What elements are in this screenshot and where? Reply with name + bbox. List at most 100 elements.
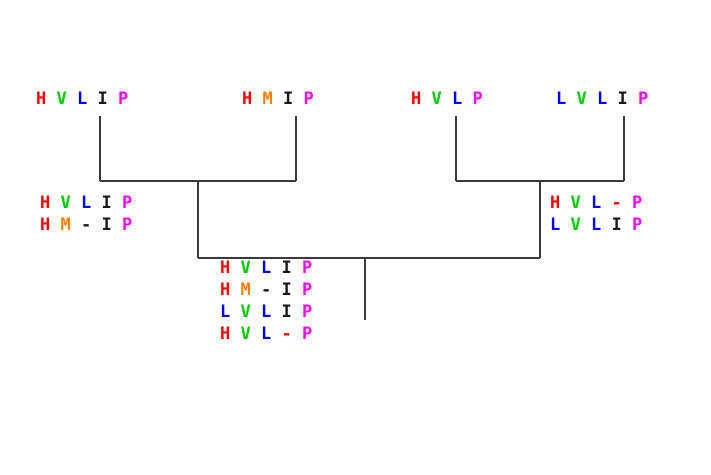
residue-space (251, 324, 261, 344)
residue-H: H (220, 258, 231, 278)
residue-V: V (60, 193, 71, 213)
residue-space (112, 193, 122, 213)
left-alignment-row-2: H M - I P (40, 214, 132, 236)
residue-space (560, 215, 570, 235)
residue-space (462, 89, 472, 109)
residue-space (581, 193, 591, 213)
residue-L: L (591, 193, 602, 213)
residue-P: P (303, 89, 314, 109)
residue-space (292, 280, 302, 300)
residue-H: H (36, 89, 47, 109)
residue-space (292, 258, 302, 278)
residue-space (251, 280, 261, 300)
residue-space (271, 258, 281, 278)
root-alignment-row-1: H V L I P (220, 257, 312, 279)
residue-H: H (550, 193, 561, 213)
residue-space (622, 193, 632, 213)
residue-I: I (281, 258, 292, 278)
residue-space (421, 89, 431, 109)
residue-I: I (283, 89, 294, 109)
residue-space (230, 302, 240, 322)
residue-L: L (81, 193, 92, 213)
residue-L: L (452, 89, 463, 109)
residue-space (46, 89, 56, 109)
root-alignment-row-2: H M - I P (220, 279, 312, 301)
leaf-sequence-3: H V L P (411, 88, 483, 110)
residue-space (71, 215, 81, 235)
residue-space (50, 215, 60, 235)
residue-H: H (220, 280, 231, 300)
residue-space (230, 258, 240, 278)
residue-P: P (632, 215, 643, 235)
residue-gap: - (261, 280, 272, 300)
leaf-sequence-2: H M I P (242, 88, 314, 110)
residue-space (566, 89, 576, 109)
residue-space (252, 89, 262, 109)
residue-space (292, 302, 302, 322)
leaf-sequence-4: L V L I P (556, 88, 648, 110)
residue-space (442, 89, 452, 109)
residue-I: I (281, 280, 292, 300)
residue-L: L (261, 258, 272, 278)
residue-I: I (97, 89, 108, 109)
residue-L: L (77, 89, 88, 109)
residue-P: P (302, 258, 313, 278)
residue-L: L (591, 215, 602, 235)
residue-I: I (611, 215, 622, 235)
residue-space (230, 280, 240, 300)
residue-space (292, 324, 302, 344)
residue-space (293, 89, 303, 109)
residue-H: H (220, 324, 231, 344)
residue-gap: - (81, 215, 92, 235)
residue-gap: - (611, 193, 622, 213)
residue-space (622, 215, 632, 235)
residue-space (273, 89, 283, 109)
residue-P: P (302, 324, 313, 344)
residue-V: V (576, 89, 587, 109)
residue-space (271, 324, 281, 344)
residue-I: I (101, 215, 112, 235)
residue-space (230, 324, 240, 344)
residue-space (607, 89, 617, 109)
residue-space (112, 215, 122, 235)
leaf-sequence-1: H V L I P (36, 88, 128, 110)
residue-space (587, 89, 597, 109)
residue-L: L (597, 89, 608, 109)
residue-P: P (638, 89, 649, 109)
right-alignment-row-2: L V L I P (550, 214, 642, 236)
residue-space (71, 193, 81, 213)
residue-L: L (261, 302, 272, 322)
residue-space (108, 89, 118, 109)
residue-space (251, 258, 261, 278)
residue-space (91, 215, 101, 235)
root-alignment-row-3: L V L I P (220, 301, 312, 323)
residue-M: M (60, 215, 71, 235)
residue-space (87, 89, 97, 109)
residue-V: V (240, 302, 251, 322)
residue-V: V (56, 89, 67, 109)
residue-P: P (472, 89, 483, 109)
residue-P: P (122, 215, 133, 235)
residue-L: L (556, 89, 567, 109)
residue-L: L (550, 215, 561, 235)
residue-space (67, 89, 77, 109)
residue-M: M (262, 89, 273, 109)
residue-H: H (242, 89, 253, 109)
residue-L: L (261, 324, 272, 344)
residue-I: I (101, 193, 112, 213)
residue-H: H (40, 193, 51, 213)
residue-V: V (240, 324, 251, 344)
residue-P: P (302, 302, 313, 322)
left-alignment-row-1: H V L I P (40, 192, 132, 214)
residue-space (271, 302, 281, 322)
residue-gap: - (281, 324, 292, 344)
residue-L: L (220, 302, 231, 322)
root-alignment-row-4: H V L - P (220, 323, 312, 345)
residue-I: I (281, 302, 292, 322)
residue-I: I (617, 89, 628, 109)
residue-space (91, 193, 101, 213)
residue-space (251, 302, 261, 322)
